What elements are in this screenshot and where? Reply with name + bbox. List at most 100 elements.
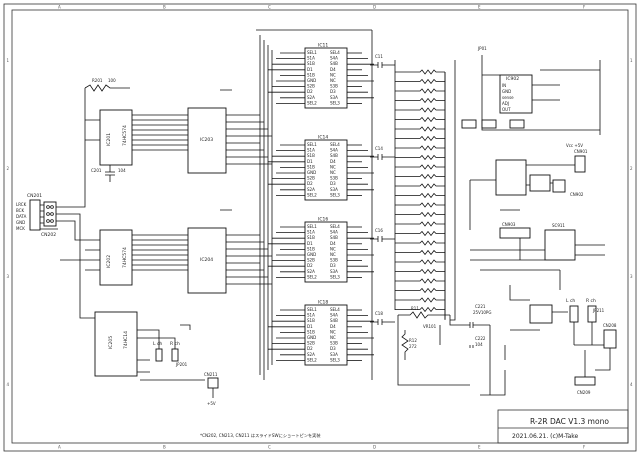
c201-ref: C201 (91, 168, 102, 173)
sc911-section: SC911 CN903 (470, 222, 605, 290)
plus5v-label: +5V (207, 401, 216, 406)
zone-number: 1 (630, 58, 633, 63)
switch-pin-label: S4B (330, 318, 338, 323)
bypass-cap-ref: C11 (375, 54, 383, 59)
switch-pin-label: S3A (330, 95, 338, 100)
r11-ref: R11 (411, 306, 419, 311)
zone-number: 3 (7, 274, 10, 279)
switch-pin-label: S2A (307, 352, 315, 357)
ic202-body (99, 229, 133, 286)
cn211-body (207, 377, 219, 389)
switch-pin-label: NC (330, 246, 336, 251)
ladder-resistor (395, 69, 446, 82)
ladder-resistor (395, 268, 446, 281)
bypass-cap-ref: C16 (375, 228, 383, 233)
switch-ic-ref: IC14 (318, 135, 328, 141)
ic201-ref: IC201 (106, 133, 112, 146)
cn903-ref: CN903 (502, 222, 516, 227)
c222-value: 104 (475, 342, 483, 347)
switch-pin-label: S4A (330, 56, 338, 61)
switch-pin-label: D1 (307, 159, 313, 164)
reg-pin: IN (502, 83, 506, 88)
switch-pin-label: D2 (307, 346, 313, 351)
output-section: R11 R12 272 VR101 C221 25V10PG C222 104 (397, 285, 568, 396)
switch-pin-label: S2B (307, 84, 315, 89)
switch-ic-body (304, 47, 348, 109)
cn902-body (552, 179, 566, 193)
switch-pin-label: NC (330, 335, 336, 340)
switch-pin-label: NC (330, 72, 336, 77)
lch-label: L ch (566, 298, 575, 304)
r12-ref: R12 (409, 338, 417, 343)
switch-pin-label: S2B (307, 176, 315, 181)
switch-pin-label: SEL1 (307, 307, 317, 312)
zone-letter: F (583, 5, 586, 10)
jp211-ref: JP211 (592, 308, 605, 313)
switch-pin-label: D2 (307, 89, 313, 94)
sc911-ref: SC911 (552, 223, 565, 228)
ladder-resistor (395, 221, 446, 234)
switch-pin-label: S1B (307, 246, 315, 251)
cn208-ref: CN208 (603, 323, 617, 328)
cn903-body (499, 227, 531, 239)
switch-pin-label: NC (330, 164, 336, 169)
switch-pin-label: S4B (330, 61, 338, 66)
zone-number: 4 (7, 382, 10, 387)
zone-letter: D (373, 445, 376, 450)
rch-label: R ch (586, 298, 596, 304)
zone-letter: A (58, 445, 61, 450)
switch-pin-label: S2B (307, 258, 315, 263)
zone-letter: F (583, 445, 586, 450)
switch-pin-label: NC (330, 329, 336, 334)
switch-pin-label: D3 (330, 181, 336, 186)
analog-switch-group: IC11SEL1S1AS1BD1S1BGNDS2BD2S2ASEL2SEL4S4… (268, 43, 395, 366)
cn208-body (603, 329, 617, 349)
c222-ref: C222 (475, 336, 486, 341)
switch-pin-label: GND (307, 170, 316, 175)
vr101-ref: VR101 (423, 324, 437, 329)
ladder-resistor (395, 249, 446, 262)
ic203-body (187, 107, 227, 174)
r12-value: 272 (409, 344, 417, 349)
signal-label: LRCK (16, 202, 27, 207)
switch-pin-label: S4B (330, 153, 338, 158)
c201-capacitor: C201 104 (91, 165, 126, 182)
switch-pin-label: SEL3 (330, 100, 340, 105)
switch-ic: IC16SEL1S1AS1BD1S1BGNDS2BD2S2ASEL2SEL4S4… (268, 217, 395, 283)
title-block-frame (497, 409, 629, 444)
jp201-ref: JP201 (175, 362, 188, 367)
switch-ic-body (304, 221, 348, 283)
ladder-resistor (395, 202, 446, 215)
switch-pin-label: S2A (307, 187, 315, 192)
cn209-ref: CN209 (577, 390, 591, 395)
ic204-body (187, 227, 227, 294)
ladder-resistor (395, 126, 446, 139)
ladder-resistor (395, 183, 446, 196)
zone-number: 4 (630, 382, 633, 387)
ic203-ref: IC203 (200, 137, 213, 143)
switch-pin-label: SEL3 (330, 192, 340, 197)
switch-pin-label: D1 (307, 67, 313, 72)
ic204-ref: IC204 (200, 257, 213, 263)
switch-pin-label: D1 (307, 324, 313, 329)
zone-letter: C (268, 5, 271, 10)
switch-pin-label: D3 (330, 263, 336, 268)
ic204-74hc574: IC204 (187, 227, 227, 294)
switch-ic: IC14SEL1S1AS1BD1S1BGNDS2BD2S2ASEL2SEL4S4… (268, 135, 395, 201)
ladder-resistor (395, 297, 446, 310)
c221-ref: C221 (475, 304, 486, 309)
ladder-resistor (395, 287, 446, 300)
ic902-body (499, 74, 533, 114)
switch-pin-label: S3B (330, 341, 338, 346)
outer-frame (3, 3, 637, 452)
switch-pin-label: GND (307, 335, 316, 340)
zone-letters-top: A B C D E F (58, 5, 586, 10)
switch-pin-label: S1A (307, 56, 315, 61)
switch-pin-label: NC (330, 170, 336, 175)
switch-pin-label: D2 (307, 263, 313, 268)
ladder-resistor (395, 154, 446, 167)
ic201-body (99, 109, 133, 166)
cn211-ref: CN211 (204, 372, 218, 377)
switch-pin-label: D3 (330, 89, 336, 94)
